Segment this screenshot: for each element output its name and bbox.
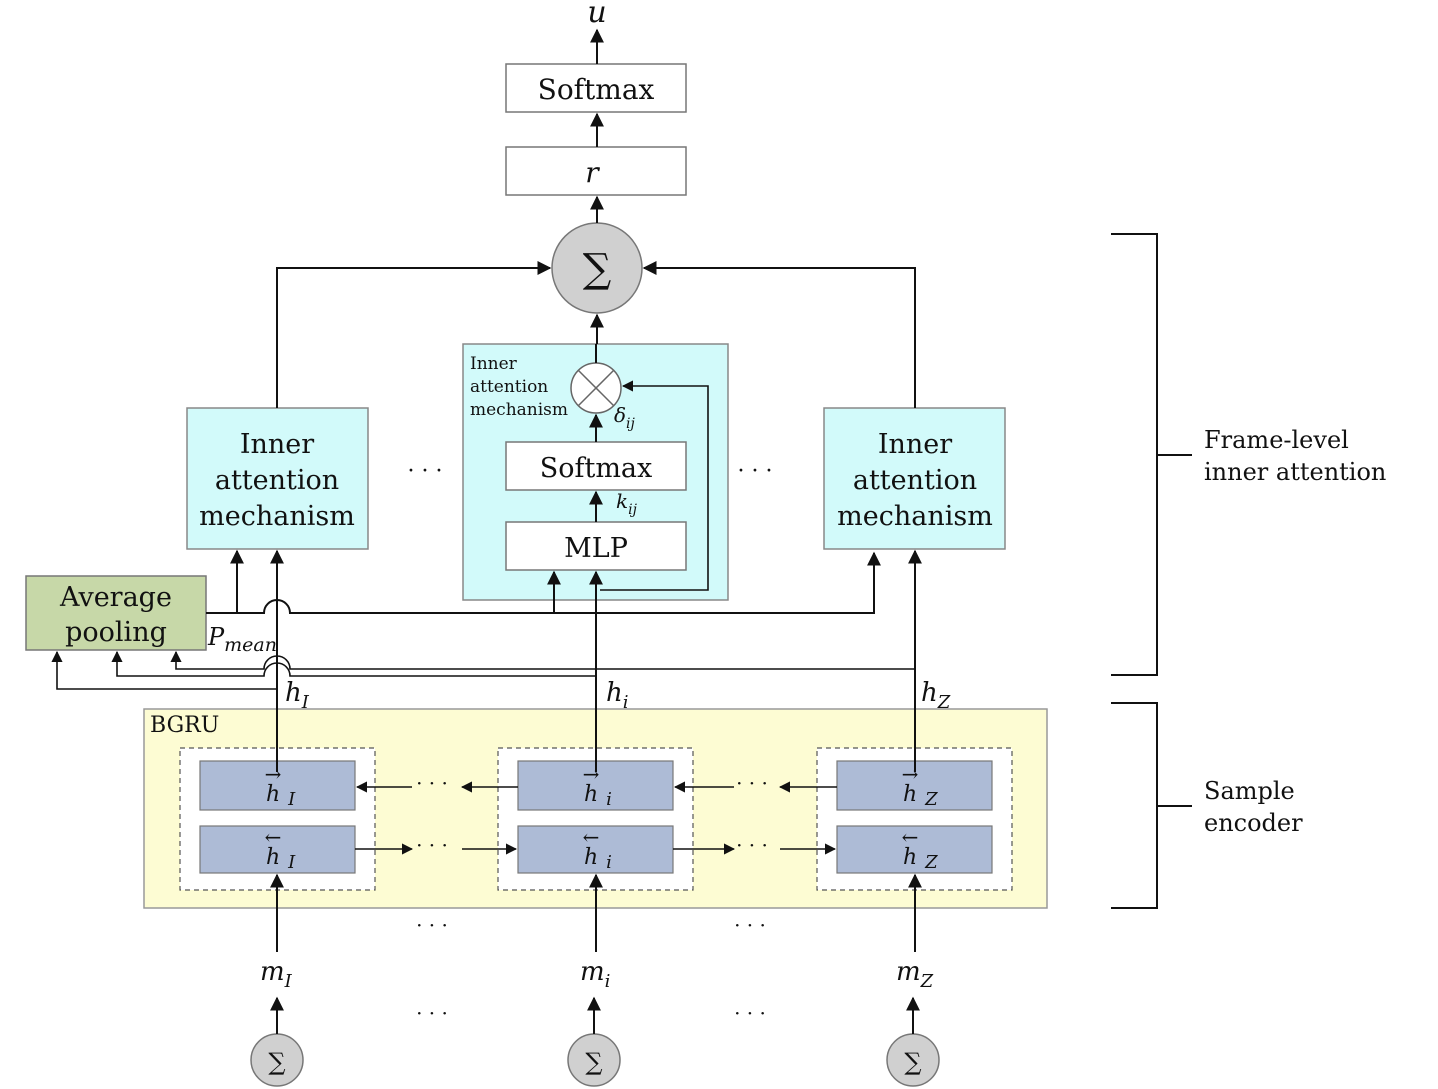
ellipsis-input-right: · · · [734, 913, 766, 937]
mlp-label: MLP [564, 533, 628, 564]
ellipsis-sum-right: · · · [734, 1001, 766, 1025]
hidden-label-I: hI [285, 678, 310, 713]
connections [51, 28, 922, 1034]
cell-forward-i-arrow: → [583, 762, 600, 786]
ellipsis-forward-right: · · · [736, 771, 768, 795]
sample-encoder-label-line2: encoder [1204, 809, 1303, 837]
inner-attention-left-line2: attention [215, 465, 339, 496]
pmean-label: Pmean [207, 623, 277, 656]
detail-caption-line2: attention [470, 377, 548, 397]
hidden-label-i: hi [606, 678, 629, 713]
top-softmax-label: Softmax [538, 73, 655, 106]
inner-attention-box-right [823, 407, 1006, 550]
mlp-box [505, 521, 687, 571]
k-label: kij [616, 489, 638, 518]
cell-forward-I-arrow: → [265, 762, 282, 786]
sample-encoder-label-line1: Sample [1204, 777, 1295, 805]
detail-caption-line1: Inner [470, 354, 518, 374]
ellipsis-forward-left: · · · [416, 771, 448, 795]
inner-attention-left-line3: mechanism [199, 501, 355, 532]
frame-level-label-line2: inner attention [1204, 458, 1386, 486]
cell-backward-I [199, 825, 356, 874]
inner-attention-right-line3: mechanism [837, 501, 993, 532]
cell-backward-i-arrow: ← [583, 825, 600, 849]
inner-attention-box-left [186, 407, 369, 550]
pooling-line1: Average [59, 582, 172, 613]
input-label-i: mi [580, 957, 610, 992]
r-label: r [585, 156, 600, 189]
inner-attention-right-line1: Inner [878, 429, 952, 460]
detail-caption-line3: mechanism [470, 400, 568, 420]
input-sum-symbol-I: ∑ [268, 1048, 285, 1076]
sample-encoder-bracket [1111, 702, 1158, 909]
inner-attention-left-line1: Inner [240, 429, 314, 460]
r-box [505, 146, 687, 196]
hidden-label-Z: hZ [921, 678, 951, 713]
cell-forward-Z-arrow: → [902, 762, 919, 786]
output-label: u [587, 0, 606, 30]
ellipsis-backward-left: · · · [416, 833, 448, 857]
ellipsis-sum-left: · · · [416, 1001, 448, 1025]
input-sum-symbol-Z: ∑ [904, 1048, 921, 1076]
sum-symbol: ∑ [583, 246, 612, 292]
inner-attention-right-line2: attention [853, 465, 977, 496]
ellipsis-attention-left: · · · [408, 459, 443, 484]
ellipsis-input-left: · · · [416, 913, 448, 937]
cell-backward-I-arrow: ← [265, 825, 282, 849]
pooling-line2: pooling [65, 617, 167, 648]
inner-softmax-box [505, 441, 687, 491]
inner-softmax-label: Softmax [540, 453, 653, 484]
ellipsis-attention-right: · · · [738, 459, 773, 484]
delta-label: δij [614, 403, 636, 432]
cell-backward-Z-arrow: ← [902, 825, 919, 849]
bgru-label: BGRU [150, 713, 219, 738]
input-sum-symbol-i: ∑ [585, 1048, 602, 1076]
cell-backward-Z [836, 825, 993, 874]
ellipsis-backward-right: · · · [736, 833, 768, 857]
input-label-Z: mZ [896, 957, 934, 992]
input-label-I: mI [260, 957, 293, 992]
frame-level-label-line1: Frame-level [1204, 426, 1349, 454]
frame-level-bracket [1111, 233, 1158, 676]
cell-backward-i [517, 825, 674, 874]
